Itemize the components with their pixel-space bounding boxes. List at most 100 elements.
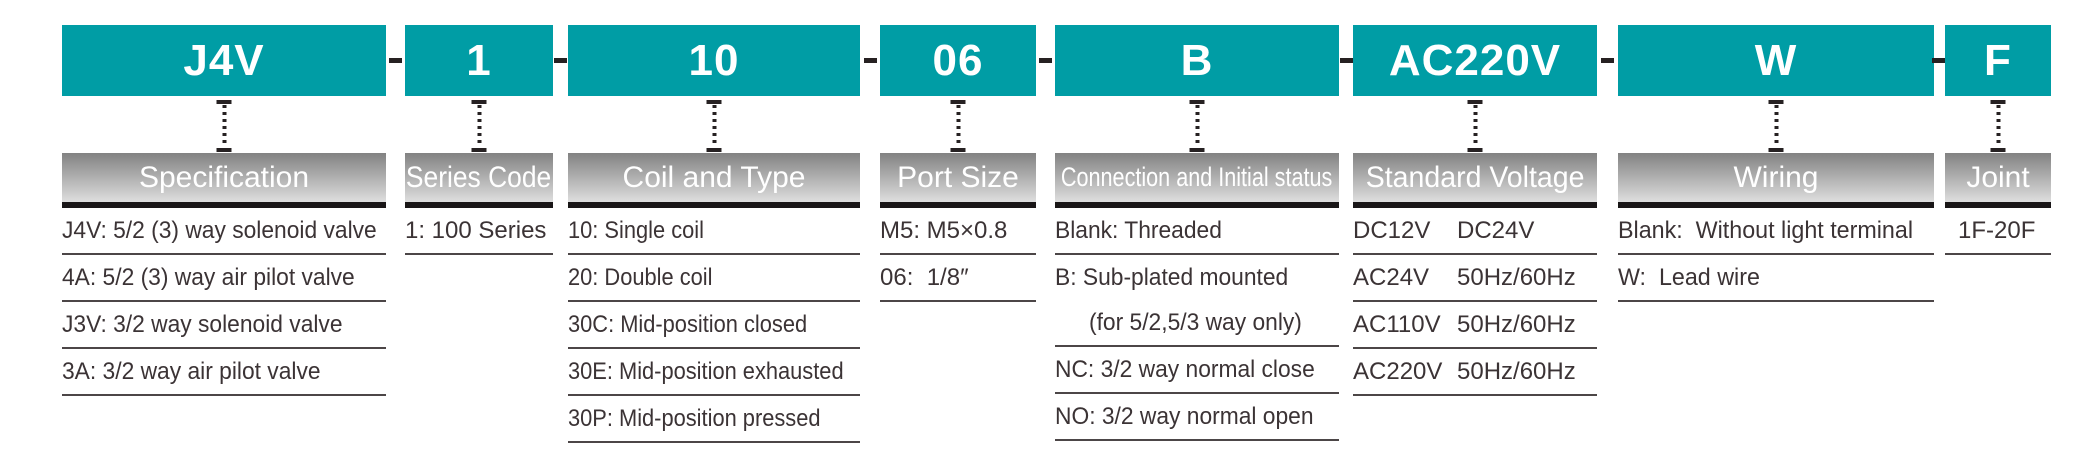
- option-row: J3V: 3/2 way solenoid valve: [62, 302, 386, 349]
- code-separator-dash: [554, 58, 567, 63]
- arrow-cap-top: [216, 100, 232, 104]
- option-text: 1F-20F: [1958, 216, 2036, 244]
- column-header-label: Series Code: [406, 160, 552, 194]
- option-text: J3V: 3/2 way solenoid valve: [62, 310, 343, 338]
- option-row: 06: 1/8″: [880, 255, 1036, 302]
- option-row: 10: Single coil: [568, 208, 860, 255]
- code-segment: 10: [688, 35, 740, 85]
- connector-arrow: [471, 100, 487, 152]
- option-row: 30C: Mid-position closed: [568, 302, 860, 349]
- option-row: 30E: Mid-position exhausted: [568, 349, 860, 396]
- connector-arrow: [216, 100, 232, 152]
- option-row: AC220V 50Hz/60Hz: [1353, 349, 1597, 396]
- option-text: Blank: Without light terminal: [1618, 216, 1914, 244]
- option-text: 30C: Mid-position closed: [568, 310, 808, 338]
- code-box-series-code: 1: [405, 25, 553, 96]
- option-list: Blank: Without light terminal W: Lead wi…: [1618, 208, 1934, 302]
- voltage-frequency: 50Hz/60Hz: [1457, 263, 1576, 291]
- code-box-specification: J4V: [62, 25, 386, 96]
- arrow-cap-bottom: [1768, 148, 1784, 152]
- code-box-connection: B: [1055, 25, 1339, 96]
- column-header-connection: Connection and Initial status: [1055, 153, 1339, 208]
- option-list: DC12V DC24V AC24V 50Hz/60Hz AC110V 50Hz/…: [1353, 208, 1597, 396]
- arrow-dotted-line: [712, 105, 716, 147]
- arrow-cap-top: [1189, 100, 1205, 104]
- option-text: M5: M5×0.8: [880, 216, 1008, 244]
- option-text: Blank: Threaded: [1055, 216, 1222, 244]
- option-row: 3A: 3/2 way air pilot valve: [62, 349, 386, 396]
- voltage-code: DC12V: [1353, 216, 1431, 244]
- column-header-label: Port Size: [897, 160, 1019, 194]
- column-standard-voltage: AC220V Standard Voltage DC12V DC24V AC24…: [1353, 0, 1597, 470]
- column-header-specification: Specification: [62, 153, 386, 208]
- option-row: AC24V 50Hz/60Hz: [1353, 255, 1597, 302]
- code-box-standard-voltage: AC220V: [1353, 25, 1597, 96]
- option-text: 10: Single coil: [568, 216, 704, 244]
- option-row: AC110V 50Hz/60Hz: [1353, 302, 1597, 349]
- option-row: 20: Double coil: [568, 255, 860, 302]
- option-text: NC: 3/2 way normal close: [1055, 355, 1315, 383]
- option-list: 1: 100 Series: [405, 208, 553, 255]
- arrow-dotted-line: [1473, 105, 1477, 147]
- voltage-code: AC220V: [1353, 357, 1443, 385]
- option-list: 1F-20F: [1945, 208, 2051, 255]
- code-box-wiring: W: [1618, 25, 1934, 96]
- arrow-dotted-line: [477, 105, 481, 147]
- arrow-cap-bottom: [1990, 148, 2006, 152]
- voltage-code: AC110V: [1353, 310, 1441, 338]
- option-text: 3A: 3/2 way air pilot valve: [62, 357, 321, 385]
- code-separator-dash: [389, 58, 402, 63]
- arrow-cap-top: [1990, 100, 2006, 104]
- column-specification: J4V Specification J4V: 5/2 (3) way solen…: [62, 0, 386, 470]
- code-segment: F: [1984, 35, 2012, 85]
- arrow-dotted-line: [956, 105, 960, 147]
- column-header-label: Standard Voltage: [1365, 160, 1585, 194]
- voltage-frequency: 50Hz/60Hz: [1457, 357, 1576, 385]
- code-segment: AC220V: [1388, 35, 1562, 85]
- code-separator-dash: [1932, 58, 1945, 63]
- option-text: (for 5/2,5/3 way only): [1089, 308, 1302, 336]
- column-wiring: W Wiring Blank: Without light terminal W…: [1618, 0, 1934, 470]
- option-row: W: Lead wire: [1618, 255, 1934, 302]
- connector-arrow: [1189, 100, 1205, 152]
- arrow-dotted-line: [1774, 105, 1778, 147]
- option-text: 30E: Mid-position exhausted: [568, 357, 844, 385]
- code-box-joint: F: [1945, 25, 2051, 96]
- code-separator-dash: [864, 58, 877, 63]
- column-header-port-size: Port Size: [880, 153, 1036, 208]
- arrow-cap-top: [1467, 100, 1483, 104]
- option-text: 20: Double coil: [568, 263, 713, 291]
- connector-arrow: [706, 100, 722, 152]
- option-row: B: Sub-plated mounted: [1055, 255, 1339, 300]
- connector-arrow: [1768, 100, 1784, 152]
- arrow-cap-bottom: [950, 148, 966, 152]
- column-header-coil-and-type: Coil and Type: [568, 153, 860, 208]
- code-segment: W: [1754, 35, 1798, 85]
- option-text: 4A: 5/2 (3) way air pilot valve: [62, 263, 355, 291]
- option-text: B: Sub-plated mounted: [1055, 263, 1289, 291]
- option-text: J4V: 5/2 (3) way solenoid valve: [62, 216, 377, 244]
- column-header-label: Joint: [1966, 160, 2030, 194]
- arrow-cap-bottom: [706, 148, 722, 152]
- column-connection-and-initial-status: B Connection and Initial status Blank: T…: [1055, 0, 1339, 470]
- option-row: NO: 3/2 way normal open: [1055, 394, 1339, 441]
- voltage-frequency: DC24V: [1457, 216, 1535, 244]
- connector-arrow: [1467, 100, 1483, 152]
- code-box-coil-and-type: 10: [568, 25, 860, 96]
- option-text: 1: 100 Series: [405, 216, 547, 244]
- column-series-code: 1 Series Code 1: 100 Series: [405, 0, 553, 470]
- option-text: W: Lead wire: [1618, 263, 1760, 291]
- option-row: Blank: Without light terminal: [1618, 208, 1934, 255]
- code-separator-dash: [1601, 58, 1614, 63]
- code-segment: 1: [466, 35, 492, 85]
- code-segment: 06: [932, 35, 984, 85]
- option-row: DC12V DC24V: [1353, 208, 1597, 255]
- column-header-series-code: Series Code: [405, 153, 553, 208]
- code-box-port-size: 06: [880, 25, 1036, 96]
- option-text: 30P: Mid-position pressed: [568, 404, 821, 432]
- connector-arrow: [950, 100, 966, 152]
- arrow-cap-top: [471, 100, 487, 104]
- column-header-label: Wiring: [1733, 160, 1819, 194]
- arrow-cap-top: [706, 100, 722, 104]
